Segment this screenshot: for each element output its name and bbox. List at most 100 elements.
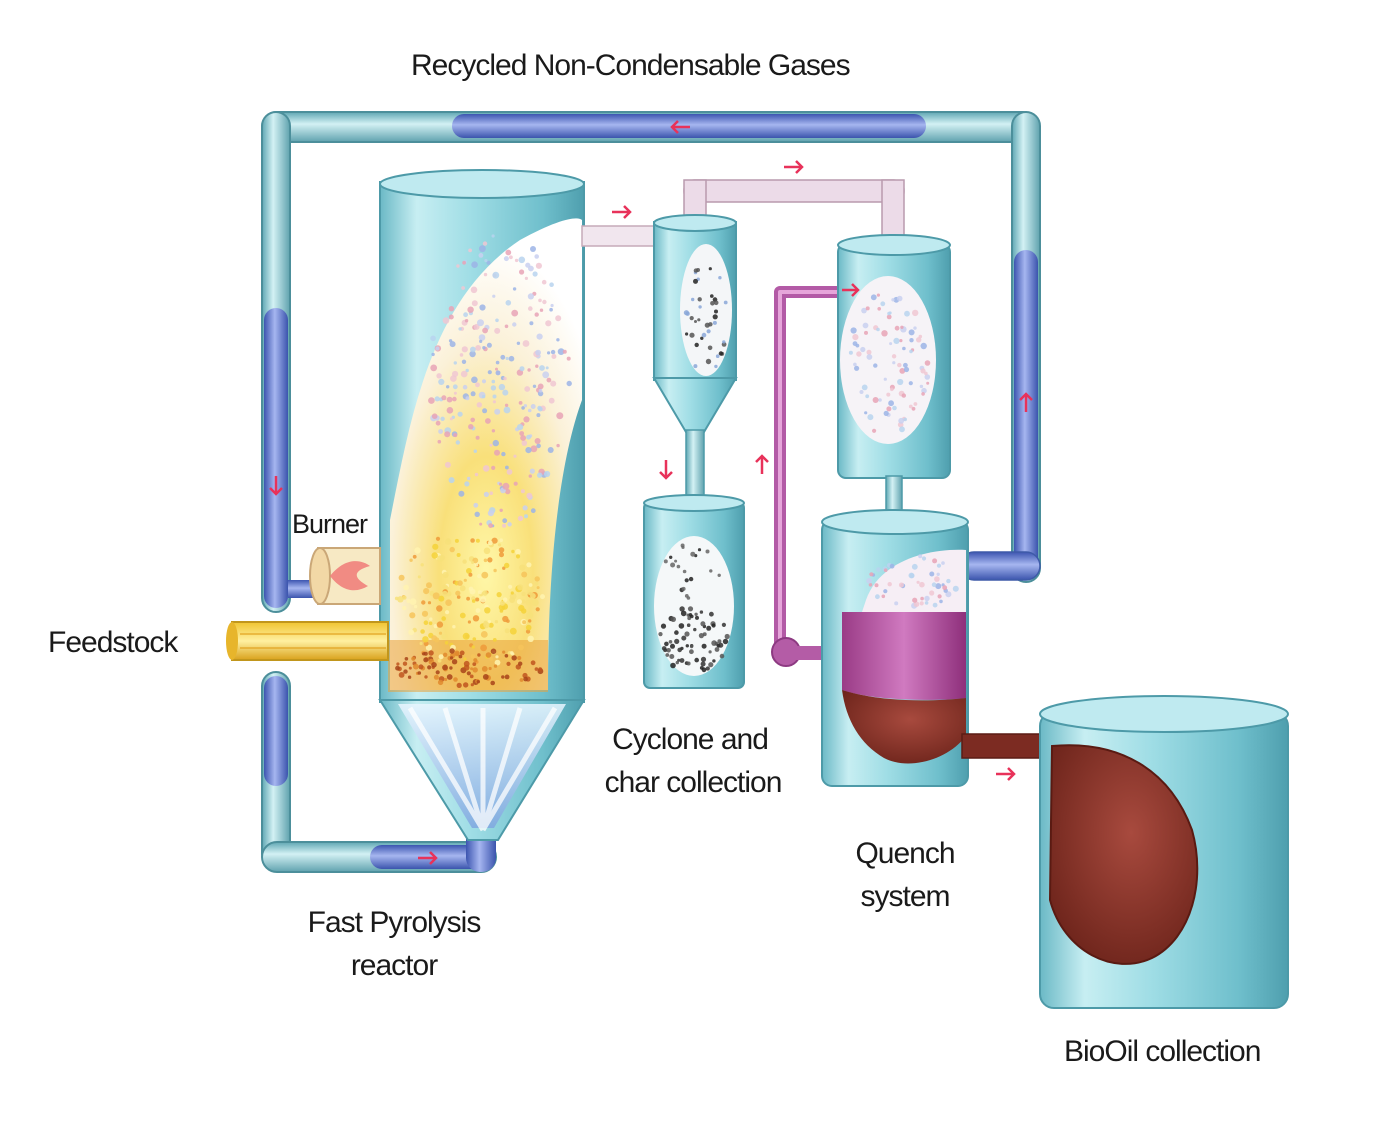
particle [680,610,687,617]
particle [489,443,493,447]
particle [483,491,489,497]
arrow-down-left-pipe [269,476,283,496]
particle [538,388,543,393]
particle [459,650,465,656]
particle [482,241,488,246]
recycled-gases-label: Recycled Non-Condensable Gases [411,49,851,82]
particle [883,589,888,594]
particle [495,318,499,323]
particle [504,654,509,658]
particle [526,562,532,568]
particle [462,559,467,564]
particle [508,584,513,589]
particle [516,341,521,345]
particle [475,435,480,440]
particle [462,632,470,640]
particle [481,666,488,672]
particle [437,439,442,444]
particle [418,664,424,670]
particle [566,380,572,387]
particle [523,676,528,682]
particle [557,348,565,355]
particle [674,638,680,645]
particle [479,339,483,343]
particle [929,590,935,596]
particle [886,392,891,397]
particle [687,606,694,612]
particle [889,563,895,569]
particle [449,546,455,553]
particle [522,505,528,511]
particle [426,582,432,589]
particle [478,253,484,258]
particle [461,359,467,364]
particle [530,593,536,599]
particle [494,408,501,415]
particle [453,361,457,365]
particle [870,294,877,301]
particle [491,379,496,384]
particle [714,309,718,314]
particle [491,234,495,238]
particle [470,391,476,397]
particle [724,633,730,640]
particle [422,652,426,656]
particle [487,620,492,624]
particle [854,365,860,371]
particle [550,380,557,387]
particle [710,294,714,298]
particle [931,582,937,587]
particle [470,286,478,294]
particle [448,306,455,312]
particle [545,320,552,327]
particle [916,337,922,343]
particle [510,591,514,595]
particle [471,645,475,649]
particle [467,476,471,481]
pyrolysis-reactor [378,169,586,841]
particle [516,599,523,605]
particle [889,342,893,346]
particle [534,438,541,444]
particle [420,563,424,567]
particle [437,679,444,686]
particle [894,601,899,606]
particle [470,417,476,423]
particle [538,298,542,303]
particle [465,396,470,401]
particle [876,327,880,332]
particle [464,319,469,323]
particle [859,390,864,394]
particle [397,596,404,603]
particle [507,522,512,527]
particle [886,406,892,412]
particle [888,400,894,407]
particle [514,258,519,263]
particle [499,538,504,542]
particle [435,420,441,426]
particle [528,619,532,623]
particle [433,674,439,680]
particle [873,363,878,368]
particle [876,293,881,297]
particle [485,418,491,424]
particle [395,665,400,671]
particle [712,314,718,320]
particle [891,298,895,302]
particle [497,543,502,547]
particle [511,549,515,554]
particle [706,329,711,334]
particle [480,631,488,638]
particle [912,309,919,317]
particle [502,597,508,602]
particle [919,384,924,389]
particle [431,352,435,357]
particle [513,454,517,458]
particle [506,469,513,475]
particle [495,370,501,376]
particle [528,474,532,478]
particle [472,662,477,666]
cyclone-particles [683,267,728,369]
particle [430,364,438,372]
particle [519,431,525,436]
